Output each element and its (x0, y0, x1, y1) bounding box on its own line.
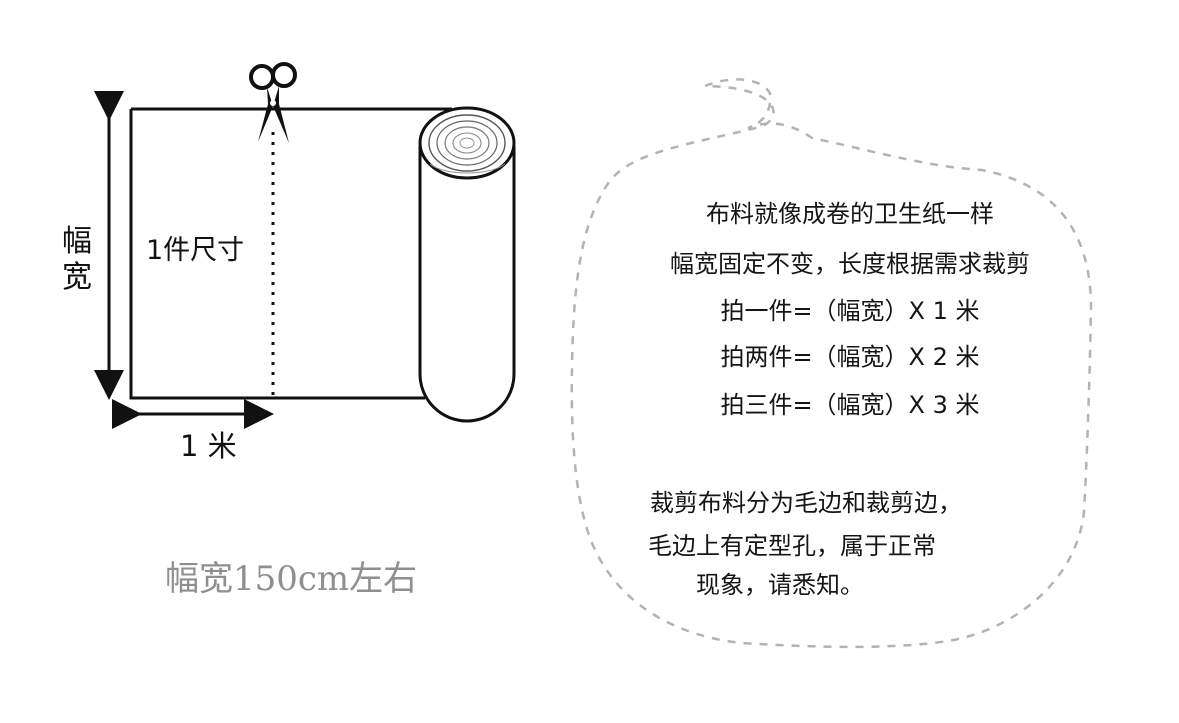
speech-bubble (570, 78, 1093, 649)
scissors-icon (249, 62, 297, 143)
bubble-line-1: 布料就像成卷的卫生纸一样 (706, 200, 994, 228)
note-line-3: 现象，请悉知。 (696, 571, 864, 599)
note-line-1: 裁剪布料分为毛边和裁剪边， (650, 489, 962, 517)
width-label: 幅宽 (62, 224, 92, 295)
length-label: 1 米 (180, 429, 237, 463)
bubble-line-4: 拍两件=（幅宽）X 2 米 (720, 343, 980, 371)
bubble-line-5: 拍三件=（幅宽）X 3 米 (720, 391, 980, 419)
note-line-2: 毛边上有定型孔，属于正常 (648, 532, 936, 560)
fabric-roll-icon (418, 106, 516, 423)
fabric-sheet-outline (129, 107, 452, 400)
bubble-line-2: 幅宽固定不变，长度根据需求裁剪 (670, 250, 1030, 278)
width-caption: 幅宽150cm左右 (165, 559, 418, 599)
bubble-line-3: 拍一件=（幅宽）X 1 米 (720, 297, 980, 325)
piece-size-label: 1件尺寸 (146, 235, 245, 266)
